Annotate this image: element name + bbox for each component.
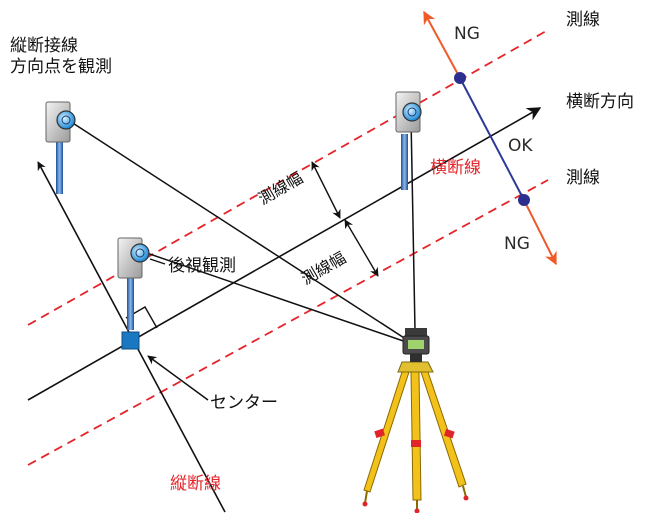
label-center: センター: [210, 393, 278, 413]
ng-arrow-bottom: [523, 199, 557, 266]
cross-direction-line: [27, 107, 542, 401]
label-tangent-direction: 縦断接線 方向点を観測: [10, 36, 112, 79]
ok-line: [459, 77, 525, 201]
sight-line-far-prism: [64, 117, 416, 346]
tripod-icon: [362, 361, 469, 513]
prism-icon: [395, 91, 422, 190]
intersection-point: [518, 194, 530, 206]
label-cross-direction: 横断方向: [566, 92, 634, 112]
label-ng-bottom: NG: [504, 234, 530, 254]
label-longitudinal-line: 縦断線: [170, 474, 221, 494]
label-survey-line-top: 測線: [566, 10, 600, 30]
total-station-icon: [402, 328, 430, 362]
ng-arrow-top: [423, 10, 461, 79]
label-cross-line: 横断線: [430, 158, 481, 178]
sight-line-right-prism: [410, 117, 416, 331]
center-point-marker: [121, 331, 140, 350]
survey-line-lower: [27, 179, 549, 466]
label-ng-top: NG: [454, 24, 480, 44]
label-tangent-line2: 方向点を観測: [10, 57, 112, 78]
backsight-leader: [149, 258, 166, 265]
label-survey-line-right: 測線: [566, 168, 600, 188]
center-pointer-arrow: [147, 355, 209, 401]
intersection-point: [454, 72, 466, 84]
label-ok: OK: [508, 136, 533, 156]
width-arrow-upper: [311, 161, 341, 219]
label-backsight: 後視観測: [168, 256, 236, 276]
width-arrow-lower: [344, 219, 379, 277]
sight-line-backsight: [137, 249, 416, 346]
label-tangent-line1: 縦断接線: [10, 36, 78, 56]
prism-icon: [45, 101, 76, 194]
prism-icon: [117, 237, 150, 330]
